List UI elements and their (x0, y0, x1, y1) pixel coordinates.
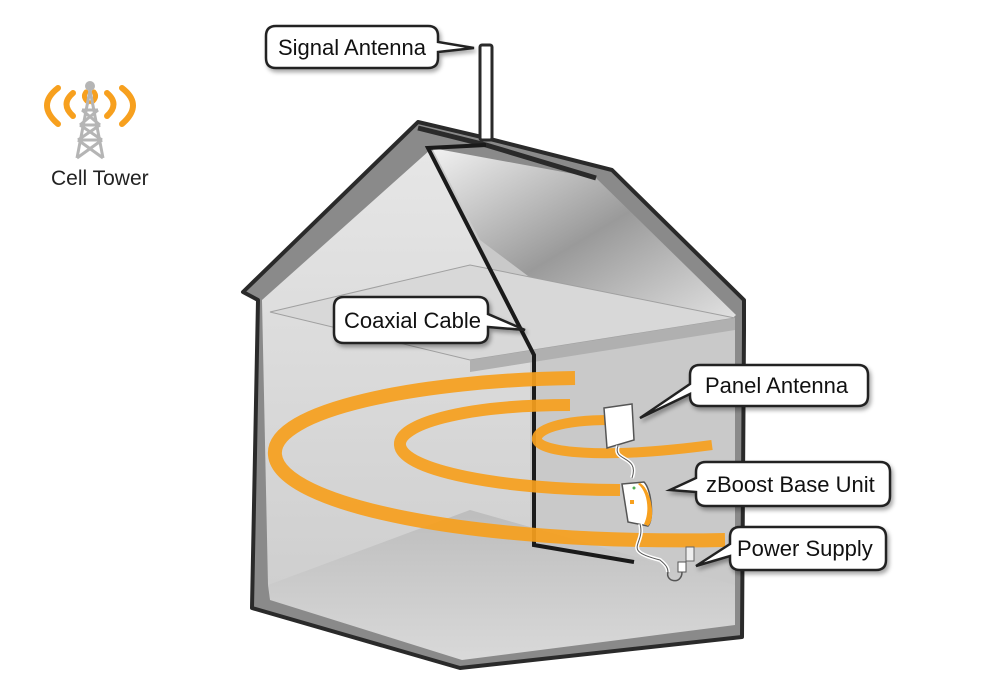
house-illustration (241, 120, 746, 670)
callout-coaxial-cable-label: Coaxial Cable (344, 308, 481, 333)
signal-antenna (478, 43, 494, 142)
callout-power-supply (695, 525, 888, 572)
cell-tower-icon (44, 81, 136, 160)
callout-signal-antenna-label: Signal Antenna (278, 35, 427, 60)
cell-tower-label: Cell Tower (51, 167, 149, 190)
callout-coaxial-cable (332, 295, 526, 345)
floor (268, 510, 735, 660)
callout-signal-antenna (264, 24, 475, 70)
signal-waves (268, 371, 726, 548)
callout-power-supply-label: Power Supply (737, 536, 873, 561)
panel-antenna (603, 403, 636, 479)
callout-base-unit-label: zBoost Base Unit (706, 472, 875, 497)
coaxial-cable (424, 143, 635, 564)
power-supply (666, 546, 695, 582)
cell-tower: Cell Tower (44, 81, 149, 190)
callout-base-unit (665, 460, 892, 508)
zboost-base-unit (621, 481, 670, 573)
callout-panel-antenna (639, 363, 870, 420)
callout-panel-antenna-label: Panel Antenna (705, 373, 849, 398)
